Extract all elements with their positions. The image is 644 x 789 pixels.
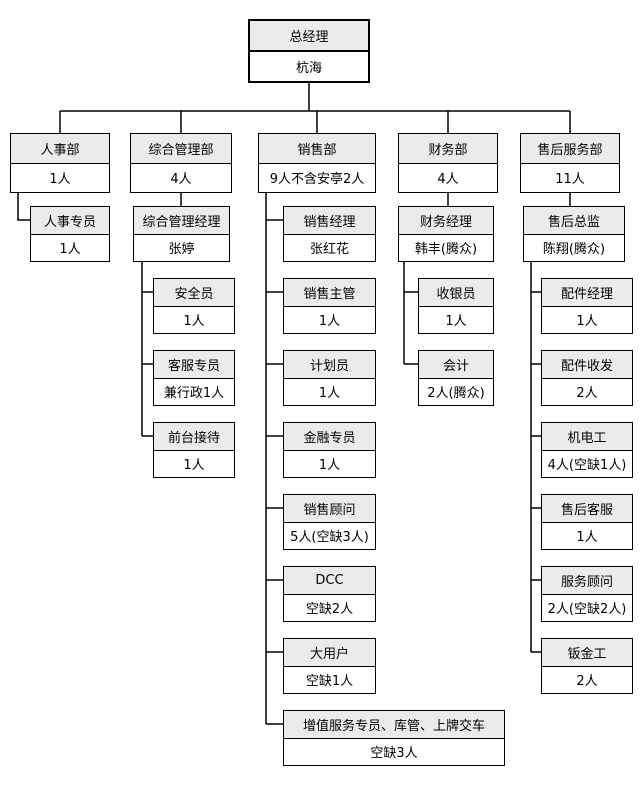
node-parts-clerk: 配件收发 2人: [541, 350, 633, 406]
connector-root-to-departments: [59, 83, 571, 133]
node-sales-manager: 销售经理 张红花: [283, 206, 376, 262]
connector-hr-spine: [17, 193, 30, 221]
node-subtitle: 4人: [399, 163, 497, 192]
node-subtitle: 张红花: [284, 234, 375, 261]
node-title: 会计: [419, 351, 493, 379]
connector-sales-spine: [265, 193, 283, 725]
connector-department-stubs: [180, 193, 571, 206]
node-subtitle: 韩丰(腾众): [399, 234, 493, 261]
node-subtitle: 1人: [154, 450, 234, 477]
node-title: 大用户: [284, 639, 375, 667]
node-title: 安全员: [154, 279, 234, 307]
node-subtitle: 2人(空缺2人): [542, 594, 632, 621]
node-subtitle: 4人(空缺1人): [542, 450, 632, 477]
node-title: 前台接待: [154, 423, 234, 451]
node-subtitle: 杭海: [250, 52, 368, 81]
node-subtitle: 空缺3人: [284, 738, 504, 765]
node-subtitle: 2人(腾众): [419, 378, 493, 405]
node-customer-service-specialist: 客服专员 兼行政1人: [153, 350, 235, 406]
node-title: 金融专员: [284, 423, 375, 451]
node-subtitle: 11人: [521, 163, 619, 192]
node-accountant: 会计 2人(腾众): [418, 350, 494, 406]
node-title: 服务顾问: [542, 567, 632, 595]
node-title: 销售经理: [284, 207, 375, 235]
node-mechanic: 机电工 4人(空缺1人): [541, 422, 633, 478]
node-aftersales-director: 售后总监 陈翔(腾众): [523, 206, 625, 262]
node-admin-manager: 综合管理经理 张婷: [133, 206, 230, 262]
node-hr-dept: 人事部 1人: [10, 133, 110, 193]
node-subtitle: 陈翔(腾众): [524, 234, 624, 261]
node-title: 总经理: [250, 21, 368, 52]
node-subtitle: 空缺2人: [284, 594, 375, 621]
node-title: 销售部: [259, 134, 375, 164]
node-title: 人事部: [11, 134, 109, 164]
node-aftersales-dept: 售后服务部 11人: [520, 133, 620, 193]
node-subtitle: 5人(空缺3人): [284, 522, 375, 549]
node-safety-officer: 安全员 1人: [153, 278, 235, 334]
node-title: DCC: [284, 567, 375, 595]
node-sheet-metal-worker: 钣金工 2人: [541, 638, 633, 694]
node-title: 售后总监: [524, 207, 624, 235]
node-service-advisor: 服务顾问 2人(空缺2人): [541, 566, 633, 622]
node-sales-dept: 销售部 9人不含安亭2人: [258, 133, 376, 193]
node-title: 收银员: [419, 279, 493, 307]
node-title: 人事专员: [31, 207, 109, 235]
node-sales-supervisor: 销售主管 1人: [283, 278, 376, 334]
node-title: 计划员: [284, 351, 375, 379]
node-title: 销售顾问: [284, 495, 375, 523]
node-title: 综合管理经理: [134, 207, 229, 235]
node-receptionist: 前台接待 1人: [153, 422, 235, 478]
connector-aftersales-spine: [530, 262, 541, 653]
connector-finance-spine: [403, 262, 418, 365]
node-dcc: DCC 空缺2人: [283, 566, 376, 622]
node-title: 综合管理部: [131, 134, 231, 164]
node-sales-consultant: 销售顾问 5人(空缺3人): [283, 494, 376, 550]
node-title: 售后服务部: [521, 134, 619, 164]
node-title: 财务部: [399, 134, 497, 164]
node-subtitle: 2人: [542, 378, 632, 405]
node-aftersales-customer-service: 售后客服 1人: [541, 494, 633, 550]
node-title: 客服专员: [154, 351, 234, 379]
node-finance-manager: 财务经理 韩丰(腾众): [398, 206, 494, 262]
node-subtitle: 1人: [154, 306, 234, 333]
node-parts-manager: 配件经理 1人: [541, 278, 633, 334]
node-title: 售后客服: [542, 495, 632, 523]
node-key-account: 大用户 空缺1人: [283, 638, 376, 694]
node-subtitle: 4人: [131, 163, 231, 192]
node-subtitle: 张婷: [134, 234, 229, 261]
node-cashier: 收银员 1人: [418, 278, 494, 334]
node-title: 钣金工: [542, 639, 632, 667]
node-planner: 计划员 1人: [283, 350, 376, 406]
node-subtitle: 1人: [11, 163, 109, 192]
node-title: 机电工: [542, 423, 632, 451]
node-subtitle: 空缺1人: [284, 666, 375, 693]
node-finance-specialist: 金融专员 1人: [283, 422, 376, 478]
node-subtitle: 2人: [542, 666, 632, 693]
node-subtitle: 兼行政1人: [154, 378, 234, 405]
node-subtitle: 9人不含安亭2人: [259, 163, 375, 192]
node-subtitle: 1人: [542, 306, 632, 333]
node-title: 销售主管: [284, 279, 375, 307]
node-subtitle: 1人: [419, 306, 493, 333]
node-hr-specialist: 人事专员 1人: [30, 206, 110, 262]
node-title: 增值服务专员、库管、上牌交车: [284, 711, 504, 739]
node-subtitle: 1人: [31, 234, 109, 261]
node-value-added-services: 增值服务专员、库管、上牌交车 空缺3人: [283, 710, 505, 766]
node-title: 配件收发: [542, 351, 632, 379]
node-title: 配件经理: [542, 279, 632, 307]
node-subtitle: 1人: [542, 522, 632, 549]
node-title: 财务经理: [399, 207, 493, 235]
node-subtitle: 1人: [284, 306, 375, 333]
node-general-manager: 总经理 杭海: [248, 19, 370, 83]
node-subtitle: 1人: [284, 450, 375, 477]
node-finance-dept: 财务部 4人: [398, 133, 498, 193]
node-subtitle: 1人: [284, 378, 375, 405]
connector-admin-spine: [141, 262, 153, 437]
node-admin-dept: 综合管理部 4人: [130, 133, 232, 193]
